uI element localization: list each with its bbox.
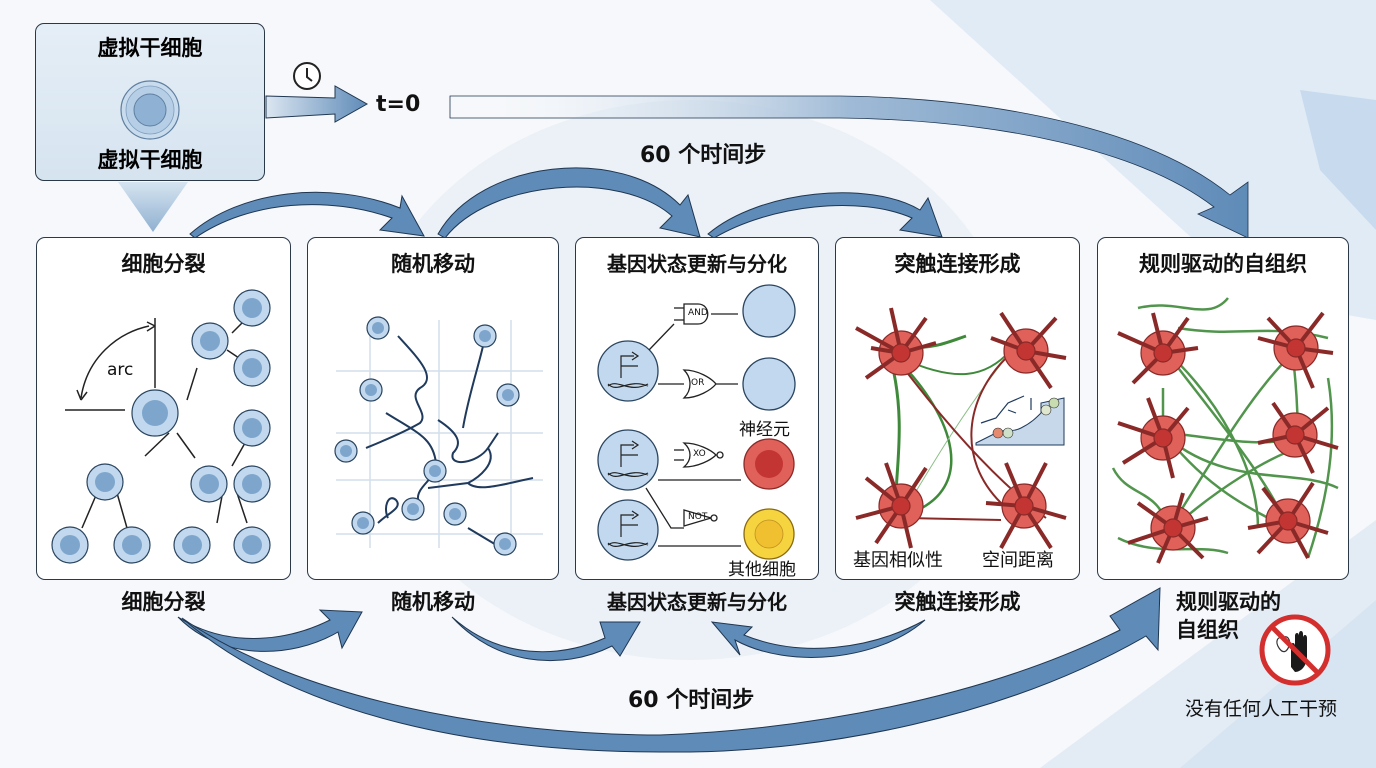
- differentiated-cells: [742, 284, 796, 560]
- no-intervention-label: 没有任何人工干预: [1185, 698, 1338, 720]
- panel-title: 细胞分裂: [121, 252, 206, 276]
- panel-cell-division: 细胞分裂 arc: [36, 237, 291, 580]
- neurons: [1117, 311, 1339, 564]
- cell-icons: [334, 316, 520, 556]
- panel-gene-differentiation: 基因状态更新与分化: [575, 237, 819, 580]
- label-spatial-distance: 空间距离: [982, 550, 1054, 571]
- panel-synapse-formation: 突触连接形成 基因相似性 空间距离: [835, 237, 1080, 580]
- gate-label-and: AND: [688, 308, 708, 318]
- stem-cell-title-bottom: 虚拟干细胞: [97, 148, 203, 172]
- neuron-cell: [742, 284, 796, 338]
- caption-gene-differentiation: 基因状态更新与分化: [607, 590, 787, 614]
- timestep-label-bottom: 60 个时间步: [628, 688, 755, 713]
- start-time-label: t=0: [376, 92, 421, 117]
- self-organization-illustration: [1111, 297, 1339, 564]
- panel-title: 突触连接形成: [894, 252, 1021, 276]
- clock-icon: [293, 62, 321, 90]
- neuron: [990, 311, 1067, 390]
- caption-random-movement: 随机移动: [391, 590, 475, 614]
- neuron-cell: [742, 357, 796, 411]
- timestep-label-top: 60 个时间步: [640, 143, 767, 168]
- cell-division-illustration: [51, 289, 271, 564]
- stem-cell-title-top: 虚拟干细胞: [97, 36, 203, 60]
- stem-cell-icon: [120, 80, 180, 140]
- cell-mother: [131, 389, 179, 437]
- gate-connections: [645, 307, 741, 547]
- face-outline: [1276, 636, 1291, 653]
- progenitor-cells: [597, 340, 659, 561]
- panel-self-organization: 规则驱动的自组织: [1097, 237, 1349, 580]
- and-gate: [683, 303, 709, 325]
- neuron: [1117, 312, 1199, 385]
- trajectories: [365, 335, 534, 547]
- gate-label-xor: XO: [693, 449, 706, 459]
- bg-shape: [1300, 90, 1376, 230]
- spatial-inset: [975, 395, 1065, 446]
- neuron: [855, 462, 928, 549]
- caption-self-organization-line2: 自组织: [1176, 618, 1239, 642]
- arrow-synapse-to-gene-bottom: [710, 619, 926, 658]
- cell-icons: [51, 289, 271, 564]
- neuron: [855, 307, 937, 380]
- panel-random-movement: 随机移动: [307, 237, 559, 580]
- stem-cell-box: 虚拟干细胞 虚拟干细胞: [35, 23, 265, 181]
- label-neuron: 神经元: [739, 420, 790, 440]
- gene-network-illustration: [597, 284, 796, 561]
- neuron: [1257, 311, 1334, 389]
- no-hand-icon: [1259, 614, 1331, 686]
- label-gene-similarity: 基因相似性: [853, 550, 943, 571]
- xor-gate: [682, 442, 717, 468]
- gate-label-not: NOT: [688, 512, 708, 522]
- panel-title: 随机移动: [391, 252, 475, 276]
- label-other-cells: 其他细胞: [728, 560, 796, 580]
- long-arrow-bottom: [181, 587, 1161, 753]
- arc-annotation: arc: [107, 360, 134, 380]
- random-movement-illustration: [334, 316, 543, 556]
- synapse-illustration: [855, 307, 1067, 550]
- neurons: [855, 307, 1067, 550]
- arrow-div-to-move: [189, 191, 425, 239]
- neuron: [1117, 397, 1190, 479]
- neuron: [1247, 481, 1329, 559]
- not-gate: [683, 509, 714, 527]
- caption-synapse-formation: 突触连接形成: [894, 590, 1021, 614]
- gate-label-or: OR: [691, 378, 705, 388]
- arrow-move-to-gene-bottom: [451, 616, 641, 662]
- neuron: [1127, 492, 1209, 564]
- neuron: [985, 462, 1067, 550]
- or-gate: [682, 369, 717, 399]
- neuron: [1257, 401, 1339, 474]
- logic-gates: [682, 303, 724, 527]
- panel-title: 基因状态更新与分化: [607, 252, 787, 276]
- gene-glyphs: [607, 351, 649, 548]
- start-arrow: [265, 85, 369, 123]
- stem-cone: [118, 182, 188, 232]
- caption-cell-division: 细胞分裂: [121, 590, 206, 614]
- panel-title: 规则驱动的自组织: [1139, 252, 1307, 276]
- caption-self-organization-line1: 规则驱动的: [1176, 590, 1281, 614]
